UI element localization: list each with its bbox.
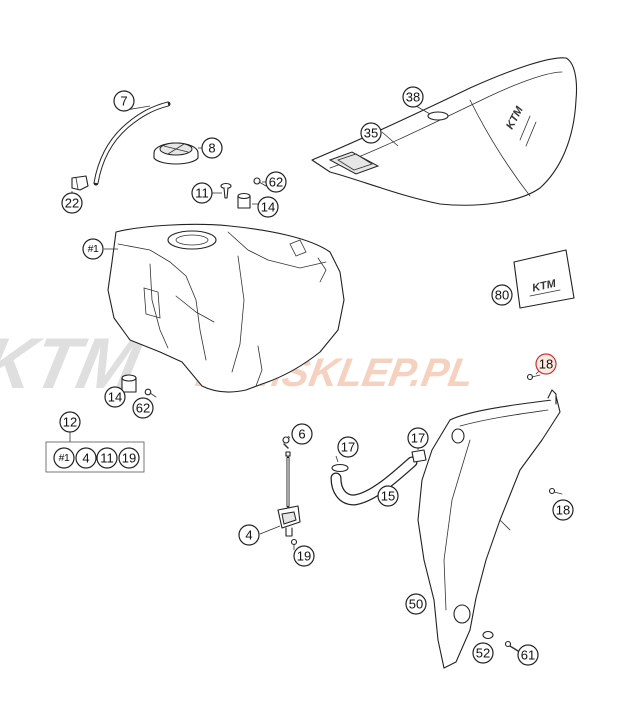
svg-text:#1: #1: [88, 243, 99, 255]
svg-text:4: 4: [245, 528, 252, 543]
callout-61: 61: [517, 644, 539, 666]
svg-text:7: 7: [120, 94, 127, 109]
screw-upper-right: [526, 373, 541, 381]
callout-4-tap: 4: [238, 524, 260, 546]
bolt-lower: [144, 388, 157, 398]
fuel-tap: [277, 436, 301, 537]
fuel-tank: [107, 223, 345, 393]
svg-text:19: 19: [122, 451, 136, 466]
callout-6: 6: [291, 423, 313, 445]
svg-text:52: 52: [476, 646, 490, 661]
callout-14-top: 14: [257, 196, 279, 218]
svg-text:14: 14: [261, 200, 275, 215]
svg-text:19: 19: [297, 549, 311, 564]
kit-item-1: #1: [53, 447, 75, 469]
side-cover: [417, 389, 561, 669]
fuel-tap-screw: [290, 538, 298, 551]
callout-8: 8: [201, 137, 223, 159]
svg-text:18: 18: [556, 503, 570, 518]
svg-text:50: 50: [409, 597, 423, 612]
sticker-logo: KTM: [531, 278, 558, 295]
svg-text:17: 17: [411, 431, 425, 446]
hose-clamp-right: [411, 449, 427, 463]
svg-text:38: 38: [406, 90, 420, 105]
callout-80: 80: [491, 284, 513, 306]
callout-17-right: 17: [407, 427, 429, 449]
callout-50: 50: [405, 593, 427, 615]
svg-text:62: 62: [136, 401, 150, 416]
svg-text:35: 35: [364, 126, 378, 141]
callout-52: 52: [472, 642, 494, 664]
svg-text:11: 11: [195, 186, 209, 201]
callout-62-top: 62: [265, 171, 287, 193]
callout-7: 7: [113, 90, 135, 112]
callout-22: 22: [61, 192, 83, 214]
fuel-cap: [153, 142, 199, 165]
callout-12: 12: [59, 411, 81, 433]
callout-62-lower: 62: [132, 397, 154, 419]
hose-elbow-fitting: [71, 175, 89, 191]
kit-item-11: 11: [96, 447, 118, 469]
svg-text:4: 4: [82, 451, 89, 466]
fuel-hose: [330, 456, 418, 506]
screw-mid-right: [548, 487, 563, 495]
bolt-top: [253, 177, 267, 187]
svg-text:22: 22: [65, 196, 79, 211]
bolt-bottom: [504, 640, 519, 652]
callout-38: 38: [402, 86, 424, 108]
svg-text:14: 14: [108, 390, 122, 405]
svg-text:80: 80: [495, 288, 509, 303]
kit-item-4: 4: [75, 447, 97, 469]
callout-1-tank: #1: [82, 238, 104, 260]
decal-sticker: KTM: [513, 249, 575, 309]
svg-text:62: 62: [269, 175, 283, 190]
washer-lower: [482, 630, 494, 640]
svg-text:#1: #1: [59, 452, 70, 464]
seat: KTM: [311, 57, 578, 206]
callout-18-upper: 18: [535, 353, 557, 375]
callout-11-top: 11: [191, 182, 213, 204]
callout-35: 35: [360, 122, 382, 144]
svg-text:18: 18: [539, 357, 553, 372]
kit-item-19: 19: [118, 447, 140, 469]
svg-text:61: 61: [521, 648, 535, 663]
svg-text:12: 12: [63, 415, 77, 430]
rubber-bushing-lower: [121, 374, 137, 393]
svg-text:8: 8: [208, 141, 215, 156]
rubber-bushing-top: [237, 192, 251, 209]
callout-19-tap: 19: [293, 545, 315, 567]
fuel-breather-hose: [93, 101, 171, 186]
callout-14-lower: 14: [104, 386, 126, 408]
svg-text:11: 11: [100, 451, 114, 466]
callout-18-mid: 18: [552, 499, 574, 521]
callout-17-left: 17: [337, 436, 359, 458]
screw-top: [220, 182, 232, 199]
svg-text:6: 6: [298, 427, 305, 442]
hose-clamp-left: [331, 463, 349, 473]
svg-text:15: 15: [381, 489, 395, 504]
svg-text:17: 17: [341, 440, 355, 455]
callout-15: 15: [377, 485, 399, 507]
